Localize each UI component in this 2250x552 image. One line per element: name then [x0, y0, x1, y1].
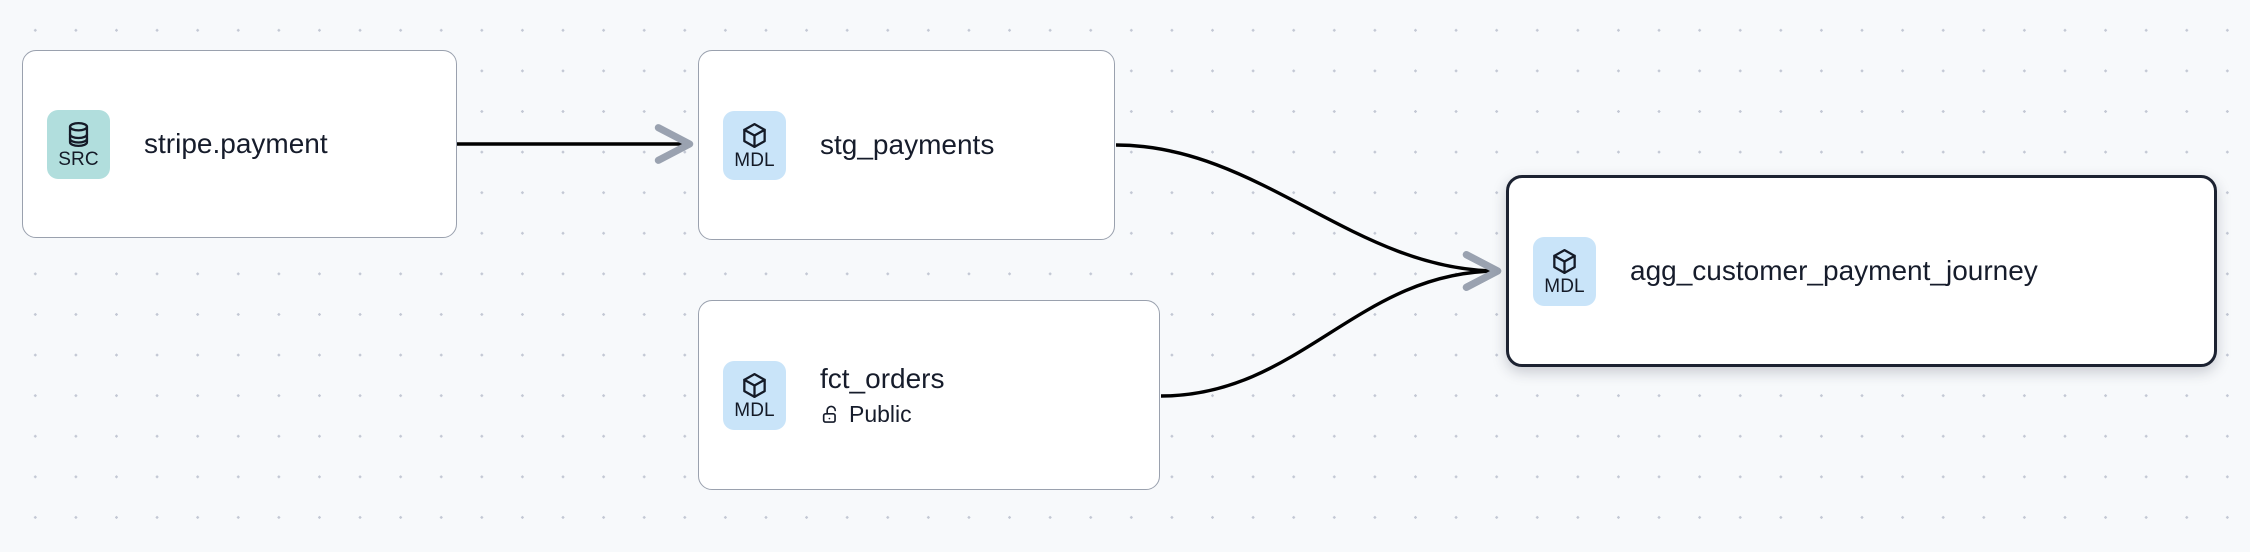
- node-body: stripe.payment: [144, 127, 328, 161]
- node-type-badge-src: SRC: [47, 109, 110, 179]
- node-type-badge-label: SRC: [58, 148, 99, 170]
- lineage-node-fct-orders[interactable]: MDL fct_orders Public: [698, 300, 1160, 490]
- node-title: stripe.payment: [144, 128, 328, 159]
- cube-icon: [1550, 247, 1579, 276]
- node-title: fct_orders: [820, 363, 945, 394]
- node-type-badge-label: MDL: [1544, 275, 1585, 297]
- node-body: fct_orders Public: [820, 362, 945, 428]
- node-body: stg_payments: [820, 128, 994, 162]
- edge-stg-to-agg: [1115, 143, 1502, 291]
- node-type-badge-label: MDL: [734, 149, 775, 171]
- lineage-node-agg-customer-payment-journey[interactable]: MDL agg_customer_payment_journey: [1506, 175, 2217, 367]
- node-visibility-label: Public: [849, 401, 912, 427]
- database-icon: [64, 120, 93, 149]
- cube-icon: [740, 121, 769, 150]
- node-type-badge-mdl: MDL: [723, 360, 786, 430]
- edge-fct-to-agg: [1160, 251, 1502, 398]
- node-visibility: Public: [820, 400, 945, 428]
- node-title: agg_customer_payment_journey: [1630, 255, 2038, 286]
- cube-icon: [740, 371, 769, 400]
- node-type-badge-mdl: MDL: [723, 110, 786, 180]
- unlock-icon: [820, 404, 841, 425]
- node-body: agg_customer_payment_journey: [1630, 254, 2038, 288]
- lineage-node-stripe-payment[interactable]: SRC stripe.payment: [22, 50, 457, 238]
- node-type-badge-label: MDL: [734, 399, 775, 421]
- lineage-node-stg-payments[interactable]: MDL stg_payments: [698, 50, 1115, 240]
- node-type-badge-mdl: MDL: [1533, 236, 1596, 306]
- node-title: stg_payments: [820, 129, 995, 160]
